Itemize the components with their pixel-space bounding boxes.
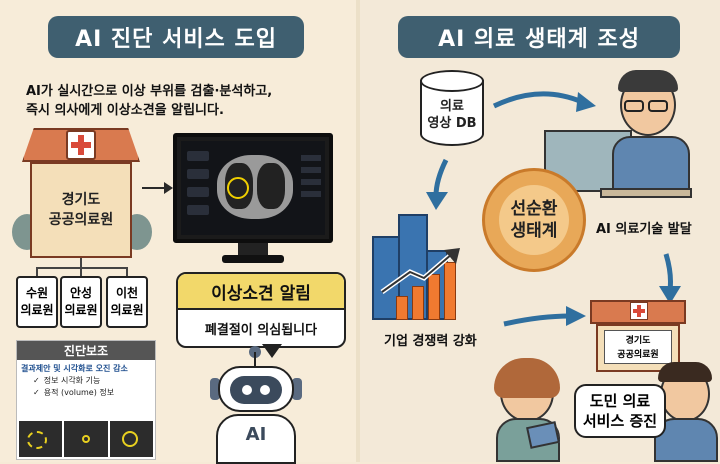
business-competitiveness-label: 기업 경쟁력 강화 <box>384 334 477 349</box>
robot-head-icon <box>218 366 294 412</box>
cycle-line-1: 선순환 <box>510 199 558 219</box>
tech-development-label: AI 의료기술 발달 <box>596 222 692 237</box>
branch-connector-horizontal <box>36 267 128 269</box>
scan-thumbnails <box>19 421 153 457</box>
left-title: AI 진단 서비스 도입 <box>48 16 304 58</box>
doctor-body <box>612 136 690 190</box>
arrow-db-to-tech <box>492 91 596 112</box>
panel-divider <box>356 0 360 462</box>
growth-bar-1 <box>396 296 408 320</box>
branch-icheon-line-1: 이천 <box>115 286 139 300</box>
service-line-1: 도민 의료 <box>589 392 651 410</box>
branch-suwon-line-1: 수원 <box>25 286 49 300</box>
hospital-building: 경기도 공공의료원 <box>22 128 140 258</box>
diagnosis-title: 진단보조 <box>17 341 155 360</box>
branch-anseong: 안성 의료원 <box>60 276 102 328</box>
db-label-line-2: 영상 DB <box>427 116 477 131</box>
medical-image-db-icon: 의료 영상 DB <box>420 70 484 150</box>
monitor-base <box>222 255 284 263</box>
cycle-line-2: 생태계 <box>510 221 558 241</box>
alert-title: 이상소견 알림 <box>178 274 344 310</box>
robot-ai-label: AI <box>245 424 267 445</box>
small-hospital-line-1: 경기도 <box>625 336 651 346</box>
hospital-name-line-1: 경기도 <box>61 192 101 208</box>
medical-cross-icon <box>66 130 96 160</box>
doctor-hair <box>618 70 678 92</box>
branch-suwon-line-2: 의료원 <box>20 303 54 317</box>
arrow-business-to-hospital <box>503 306 586 327</box>
monitor-stand <box>238 243 268 257</box>
virtuous-cycle-icon: 선순환 생태계 <box>482 168 586 272</box>
db-label-line-1: 의료 <box>440 99 464 114</box>
branch-connector-1 <box>36 267 38 277</box>
ct-scan-image <box>217 155 293 219</box>
small-hospital-line-2: 공공의료원 <box>617 350 659 360</box>
arrow-head-icon <box>164 182 173 194</box>
diagnosis-item-visualization: 정보 시각화 기능 <box>17 374 155 386</box>
intro-text: AI가 실시간으로 이상 부위를 검출·분석하고, 즉시 의사에게 이상소견을 … <box>26 82 346 120</box>
branch-connector-3 <box>126 267 128 277</box>
small-hospital-building: 경기도 공공의료원 <box>590 300 686 380</box>
scan-thumbnail-2 <box>64 421 108 457</box>
branch-icheon: 이천 의료원 <box>106 276 148 328</box>
citizen-woman-hair <box>494 358 560 398</box>
service-line-2: 서비스 증진 <box>582 412 658 430</box>
diagnosis-item-volume: 용적 (volume) 정보 <box>17 386 155 398</box>
abnormal-finding-alert: 이상소견 알림 폐결절이 의심됩니다 <box>176 272 346 348</box>
diagnosis-assist-panel: 진단보조 결과제안 및 시각화로 오진 감소 정보 시각화 기능 용적 (vol… <box>16 340 156 460</box>
lesion-marker-icon <box>227 177 249 199</box>
branch-suwon: 수원 의료원 <box>16 276 58 328</box>
intro-line-1: AI가 실시간으로 이상 부위를 검출·분석하고, <box>26 84 273 99</box>
hospital-name-line-2: 공공의료원 <box>48 212 114 228</box>
medical-cross-icon <box>630 302 648 320</box>
right-title: AI 의료 생태계 조성 <box>398 16 680 58</box>
growth-arrow-icon <box>380 248 460 295</box>
branch-connector-2 <box>80 267 82 277</box>
citizen-man-hair <box>658 362 712 382</box>
robot-ear-left <box>210 378 220 400</box>
intro-line-2: 즉시 의사에게 이상소견을 알립니다. <box>26 103 224 118</box>
scan-thumbnail-3 <box>109 421 153 457</box>
ct-monitor <box>173 133 333 243</box>
growth-bar-2 <box>412 286 424 320</box>
arrow-tech-to-service <box>659 253 681 304</box>
diagnosis-subtitle: 결과제안 및 시각화로 오진 감소 <box>21 364 128 373</box>
branch-connector-main <box>80 258 82 268</box>
scan-thumbnail-1 <box>19 421 63 457</box>
small-hospital-sign: 경기도 공공의료원 <box>604 330 672 364</box>
alert-tail <box>262 344 282 358</box>
growth-bar-3 <box>428 274 440 320</box>
branch-anseong-line-1: 안성 <box>69 286 93 300</box>
robot-antenna <box>254 352 256 366</box>
branch-anseong-line-2: 의료원 <box>64 303 98 317</box>
alert-message: 폐결절이 의심됩니다 <box>204 322 318 338</box>
robot-ear-right <box>292 378 302 400</box>
hospital-sign: 경기도 공공의료원 <box>30 162 132 258</box>
ct-screen <box>181 141 325 235</box>
growth-bar-4 <box>444 262 456 320</box>
arrow-hospital-to-monitor <box>142 187 166 189</box>
robot-body <box>216 414 296 464</box>
branch-icheon-line-2: 의료원 <box>110 303 144 317</box>
arrow-db-to-business <box>426 158 449 210</box>
citizen-service-bubble: 도민 의료 서비스 증진 <box>574 384 666 438</box>
